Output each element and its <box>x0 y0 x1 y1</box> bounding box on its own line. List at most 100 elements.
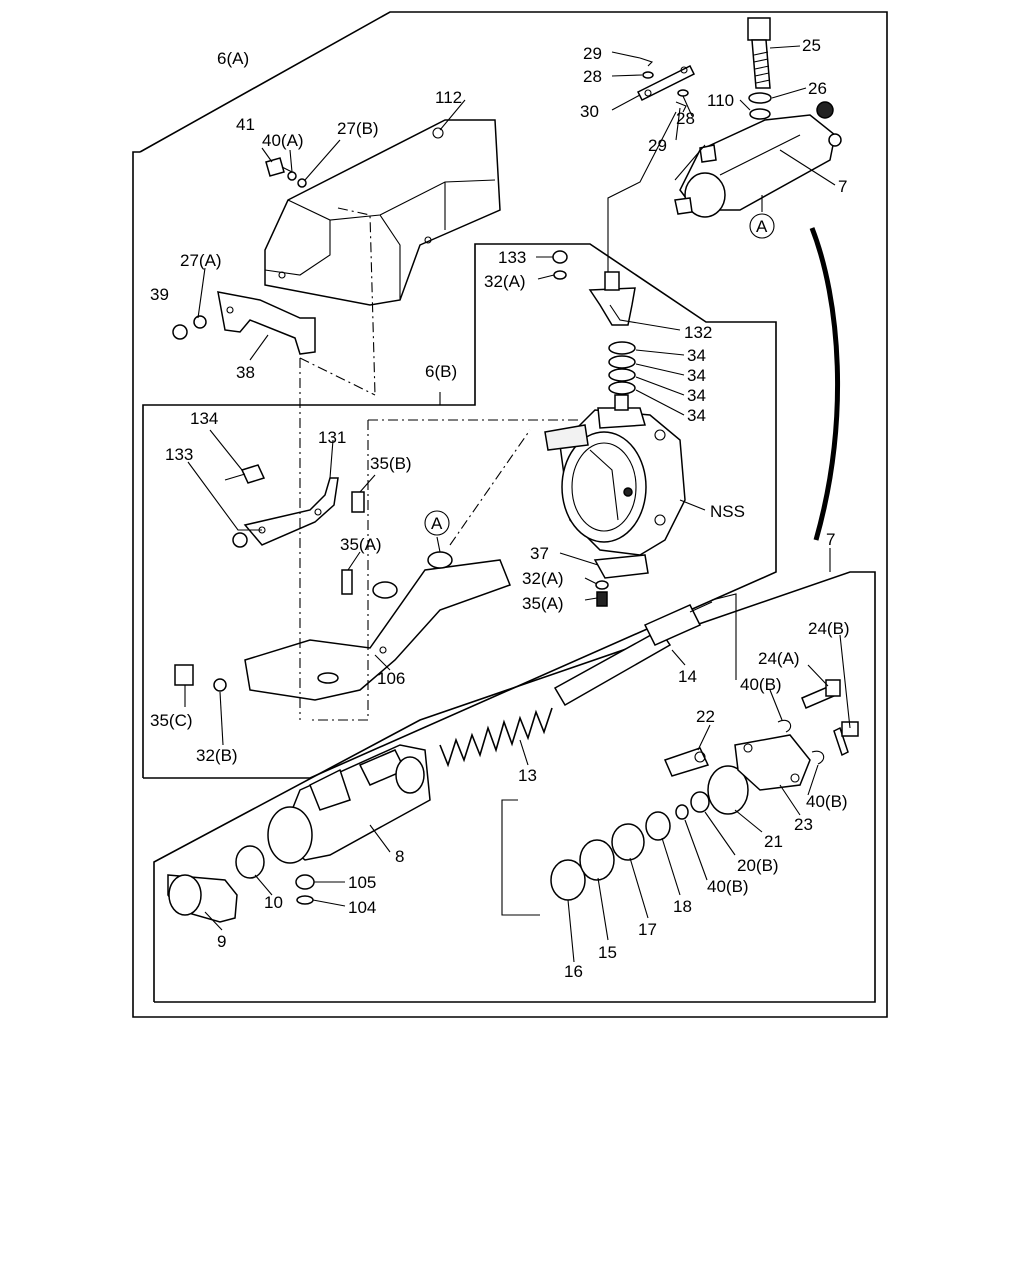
seal-10 <box>235 845 265 879</box>
clip-40b-2 <box>811 750 825 765</box>
callout-39: 39 <box>150 285 169 304</box>
callout-13: 13 <box>518 766 537 785</box>
nut-39 <box>172 324 188 340</box>
callout-a-top: A <box>756 217 768 236</box>
spring-13 <box>439 707 553 768</box>
callout-34-3: 34 <box>687 386 706 405</box>
callout-131: 131 <box>318 428 346 447</box>
lever-132 <box>588 271 636 326</box>
callout-32b: 32(B) <box>196 746 238 765</box>
bolt-24a <box>801 679 841 709</box>
cover-112 <box>264 119 501 306</box>
nut-133-top <box>552 250 568 264</box>
callout-110: 110 <box>707 91 734 110</box>
fitting-22 <box>663 747 710 777</box>
washer-32a-top <box>553 270 567 280</box>
callout-21: 21 <box>764 832 783 851</box>
bracket-line-13 <box>501 799 540 916</box>
callout-18: 18 <box>673 897 692 916</box>
bolt-41 <box>265 157 293 177</box>
frame-6a-outline <box>132 11 888 1018</box>
callout-35c: 35(C) <box>150 711 193 730</box>
callout-16: 16 <box>564 962 583 981</box>
callout-41: 41 <box>236 115 255 134</box>
washer-28-mid <box>677 89 689 97</box>
nut-105 <box>295 874 315 890</box>
callout-14: 14 <box>678 667 697 686</box>
callout-105: 105 <box>348 873 376 892</box>
ring-16 <box>550 859 586 901</box>
solenoid-leader-line <box>674 144 706 181</box>
bolt-25 <box>747 17 771 89</box>
callout-17: 17 <box>638 920 657 939</box>
callout-34-2: 34 <box>687 366 706 385</box>
callout-112: 112 <box>435 88 462 107</box>
bolt-35b <box>351 491 365 513</box>
callout-132: 132 <box>684 323 712 342</box>
assembly-line-5 <box>312 420 369 721</box>
cap-9 <box>167 874 238 923</box>
bolt-35a-low <box>596 591 608 607</box>
callout-104: 104 <box>348 898 376 917</box>
callout-40b-3: 40(B) <box>707 877 749 896</box>
callout-6b: 6(B) <box>425 362 457 381</box>
washer-27a <box>193 315 207 329</box>
callout-29-top: 29 <box>583 44 602 63</box>
leader-lines <box>184 45 851 963</box>
washer-32b <box>213 678 227 692</box>
callout-24a: 24(A) <box>758 649 800 668</box>
callout-37: 37 <box>530 544 549 563</box>
push-rod-14 <box>553 601 713 707</box>
callout-134: 134 <box>190 409 218 428</box>
callout-10: 10 <box>264 893 283 912</box>
callout-40a-top: 40(A) <box>262 131 304 150</box>
callout-106: 106 <box>377 669 405 688</box>
cover-23 <box>734 734 811 791</box>
bracket-38 <box>217 291 316 355</box>
callout-15: 15 <box>598 943 617 962</box>
piston-15 <box>579 839 615 881</box>
callout-9: 9 <box>217 932 226 951</box>
callout-35a-low: 35(A) <box>522 594 564 613</box>
callout-27a: 27(A) <box>180 251 222 270</box>
assembly-line-6 <box>449 429 531 546</box>
callout-133-top: 133 <box>498 248 526 267</box>
linkage-line <box>607 111 677 285</box>
clip-40b-1 <box>777 719 792 733</box>
washer-40b-3 <box>675 804 689 820</box>
callout-35b: 35(B) <box>370 454 412 473</box>
spacer-a-mid <box>427 551 453 569</box>
assembly-line-3 <box>299 357 376 396</box>
callout-35a-mid: 35(A) <box>340 535 382 554</box>
cotter-29-mid <box>675 101 687 113</box>
washer-40a <box>287 171 297 181</box>
bolt-35c <box>174 664 194 686</box>
bracket-131 <box>243 477 339 546</box>
bracket-106 <box>244 559 511 701</box>
cylinder-8 <box>267 744 431 864</box>
washer-104 <box>296 895 314 905</box>
wire-harness <box>809 227 841 541</box>
callout-24b: 24(B) <box>808 619 850 638</box>
washer-26 <box>748 92 772 104</box>
callout-32a-top: 32(A) <box>484 272 526 291</box>
washer-28-top <box>642 71 654 79</box>
frame-6b-outline <box>142 243 777 779</box>
spacer-lower <box>372 581 398 599</box>
callout-29-mid: 29 <box>648 136 667 155</box>
throttle-body-nss <box>544 394 686 556</box>
callout-28-mid: 28 <box>676 109 695 128</box>
callout-28-top: 28 <box>583 67 602 86</box>
callout-38: 38 <box>236 363 255 382</box>
bracket-line-14 <box>711 593 737 680</box>
callout-20b: 20(B) <box>737 856 779 875</box>
washer-18 <box>645 811 671 841</box>
callout-7-top: 7 <box>838 177 847 196</box>
callout-7-mid: 7 <box>826 530 835 549</box>
washer-110 <box>749 108 771 120</box>
callout-nss: NSS <box>710 502 745 521</box>
bolt-24b <box>833 721 859 757</box>
callout-26: 26 <box>808 79 827 98</box>
callout-40b-1: 40(B) <box>740 675 782 694</box>
